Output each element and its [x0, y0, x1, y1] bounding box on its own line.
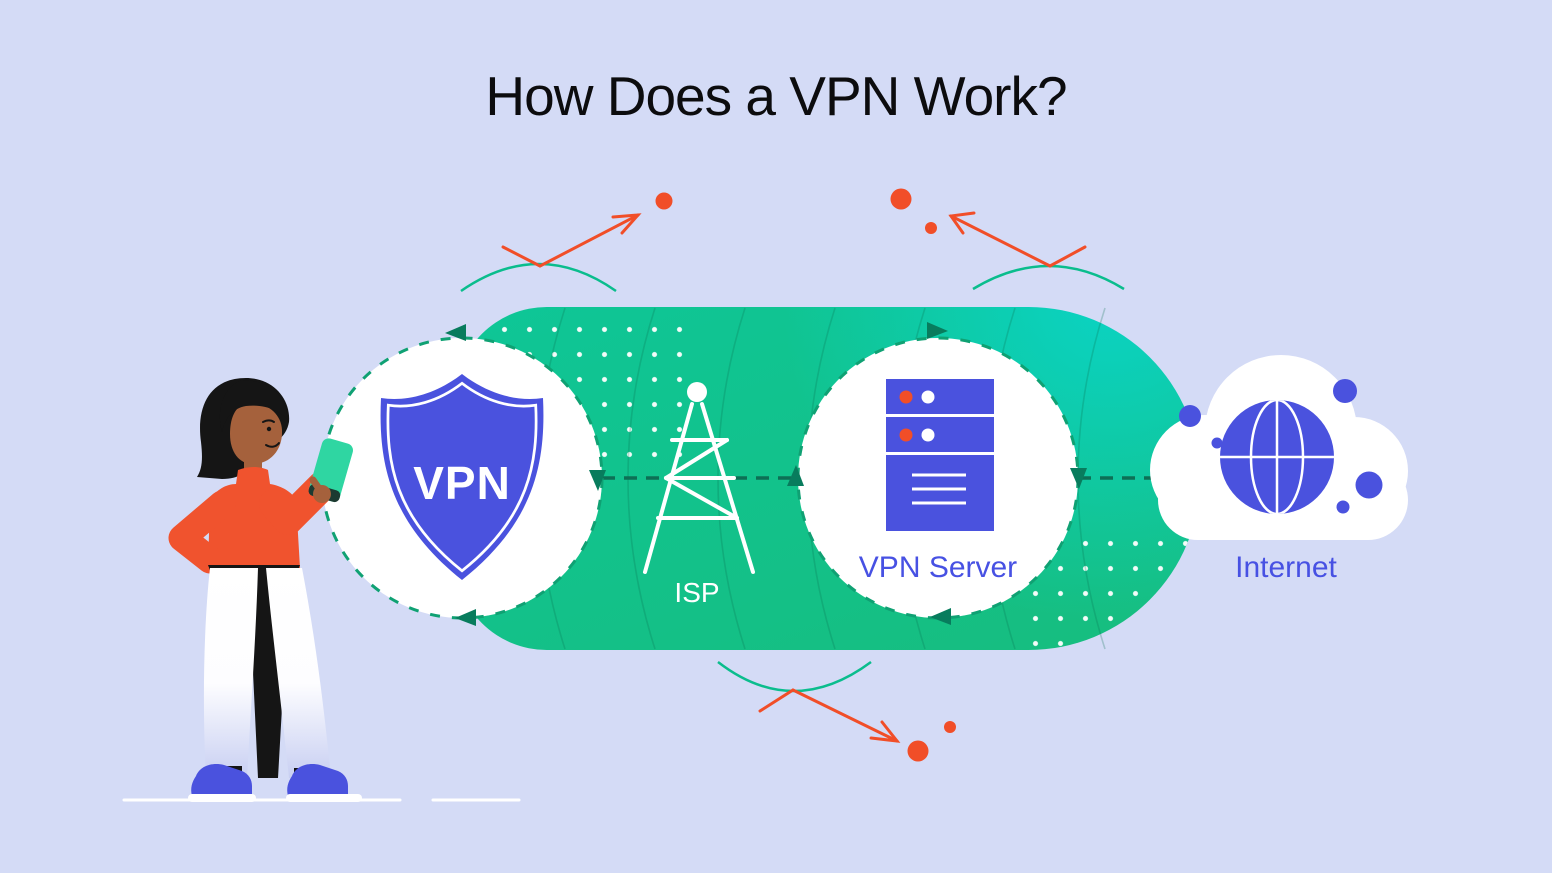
deflect-arrow: [501, 213, 642, 268]
left-arm: [168, 490, 236, 574]
vpn-server-label: VPN Server: [858, 551, 1018, 584]
tunnel-dot-pattern-bottom-right: [1023, 531, 1200, 650]
globe-icon: [1220, 400, 1334, 514]
threat-dot: [944, 721, 956, 733]
shield-arc: [972, 264, 1125, 291]
threat-dot: [655, 192, 673, 210]
pants-right-leg: [266, 568, 331, 778]
face: [230, 403, 283, 464]
threat-deflection-top-right: [890, 188, 1125, 291]
tunnel-dot-pattern-top-left: [467, 317, 697, 467]
threat-deflection-bottom: [717, 660, 956, 762]
threat-dot: [890, 188, 912, 210]
deflect-arrow: [758, 688, 901, 743]
person: [168, 378, 362, 802]
bangs: [219, 380, 289, 432]
vpn-shield-label: VPN: [413, 457, 511, 509]
deflect-arrow: [948, 211, 1087, 268]
shield-arc: [460, 262, 617, 293]
threat-dot: [925, 222, 937, 234]
left-shoe: [191, 764, 252, 796]
right-arm: [259, 471, 337, 535]
encrypted-tunnel: [455, 307, 1200, 650]
isp-label: ISP: [674, 577, 720, 608]
right-shoe: [287, 764, 348, 796]
person-with-phone-illustration: [168, 378, 362, 802]
internet-label: Internet: [1235, 551, 1337, 584]
threat-deflection-top-left: [460, 192, 673, 293]
threat-dot: [907, 740, 929, 762]
network-dot: [1179, 379, 1383, 514]
page-title: How Does a VPN Work?: [485, 65, 1067, 127]
pants-left-leg: [203, 568, 258, 778]
shield-arc: [717, 660, 872, 693]
